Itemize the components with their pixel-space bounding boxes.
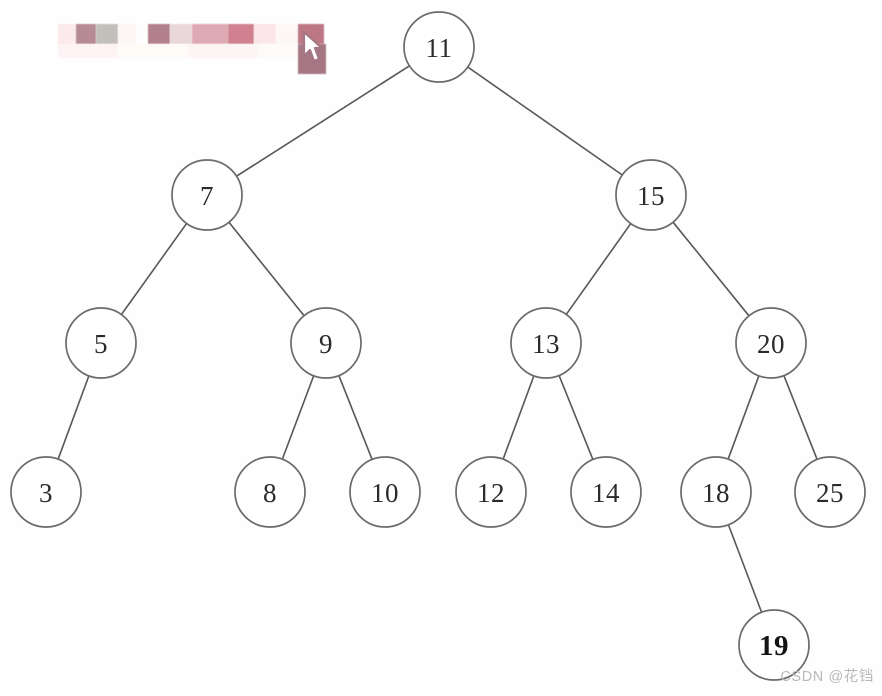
node-circle (735, 307, 807, 379)
node-label: 3 (39, 478, 53, 508)
node-label: 9 (319, 329, 333, 359)
csdn-watermark: CSDN @花铛 (780, 669, 874, 685)
tree-edge (228, 221, 305, 317)
node-circle (570, 456, 642, 528)
tree-node[interactable]: 13 (510, 307, 582, 379)
tree-edge (57, 375, 90, 460)
tree-edge (281, 374, 315, 461)
node-circle (10, 456, 82, 528)
node-label: 5 (94, 329, 108, 359)
tree-edge (565, 222, 632, 316)
node-circle (290, 307, 362, 379)
node-label: 13 (532, 329, 560, 359)
tree-node[interactable]: 18 (680, 456, 752, 528)
tree-node[interactable]: 25 (794, 456, 866, 528)
node-label: 20 (757, 329, 785, 359)
tree-node[interactable]: 15 (615, 159, 687, 231)
node-label: 11 (426, 33, 453, 63)
node-label: 14 (592, 478, 620, 508)
node-circle (738, 609, 810, 681)
tree-node[interactable]: 9 (290, 307, 362, 379)
node-label: 19 (759, 630, 789, 662)
node-circle (455, 456, 527, 528)
tree-node[interactable]: 8 (234, 456, 306, 528)
tree-node[interactable]: 12 (455, 456, 527, 528)
node-circle (680, 456, 752, 528)
tree-edge (120, 222, 188, 316)
node-label: 12 (477, 478, 505, 508)
node-circle (794, 456, 866, 528)
tree-edge (235, 65, 411, 177)
node-circle (234, 456, 306, 528)
tree-edge (502, 375, 535, 460)
node-circle (171, 159, 243, 231)
node-circle (510, 307, 582, 379)
tree-edge (558, 374, 594, 461)
node-circle (403, 11, 475, 83)
tree-edge (672, 221, 750, 317)
node-layer: 11 7 15 5 9 13 20 3 8 10 12 14 18 25 19 (10, 11, 866, 681)
tree-node[interactable]: 19 (738, 609, 810, 681)
edge-layer (57, 65, 818, 614)
tree-node[interactable]: 14 (570, 456, 642, 528)
tree-edge (466, 66, 624, 176)
tree-edge (727, 375, 760, 460)
tree-node[interactable]: 20 (735, 307, 807, 379)
tree-node[interactable]: 5 (65, 307, 137, 379)
node-label: 18 (702, 478, 730, 508)
node-circle (615, 159, 687, 231)
tree-node[interactable]: 11 (403, 11, 475, 83)
tree-node[interactable]: 7 (171, 159, 243, 231)
node-label: 7 (200, 181, 214, 211)
node-circle (65, 307, 137, 379)
node-label: 8 (263, 478, 277, 508)
node-label: 25 (816, 478, 844, 508)
tree-node[interactable]: 10 (349, 456, 421, 528)
tree-edge (783, 374, 818, 461)
node-circle (349, 456, 421, 528)
node-label: 15 (637, 181, 665, 211)
tree-edge (338, 374, 373, 461)
tree-node[interactable]: 3 (10, 456, 82, 528)
node-label: 10 (371, 478, 399, 508)
tree-edge (727, 523, 763, 614)
